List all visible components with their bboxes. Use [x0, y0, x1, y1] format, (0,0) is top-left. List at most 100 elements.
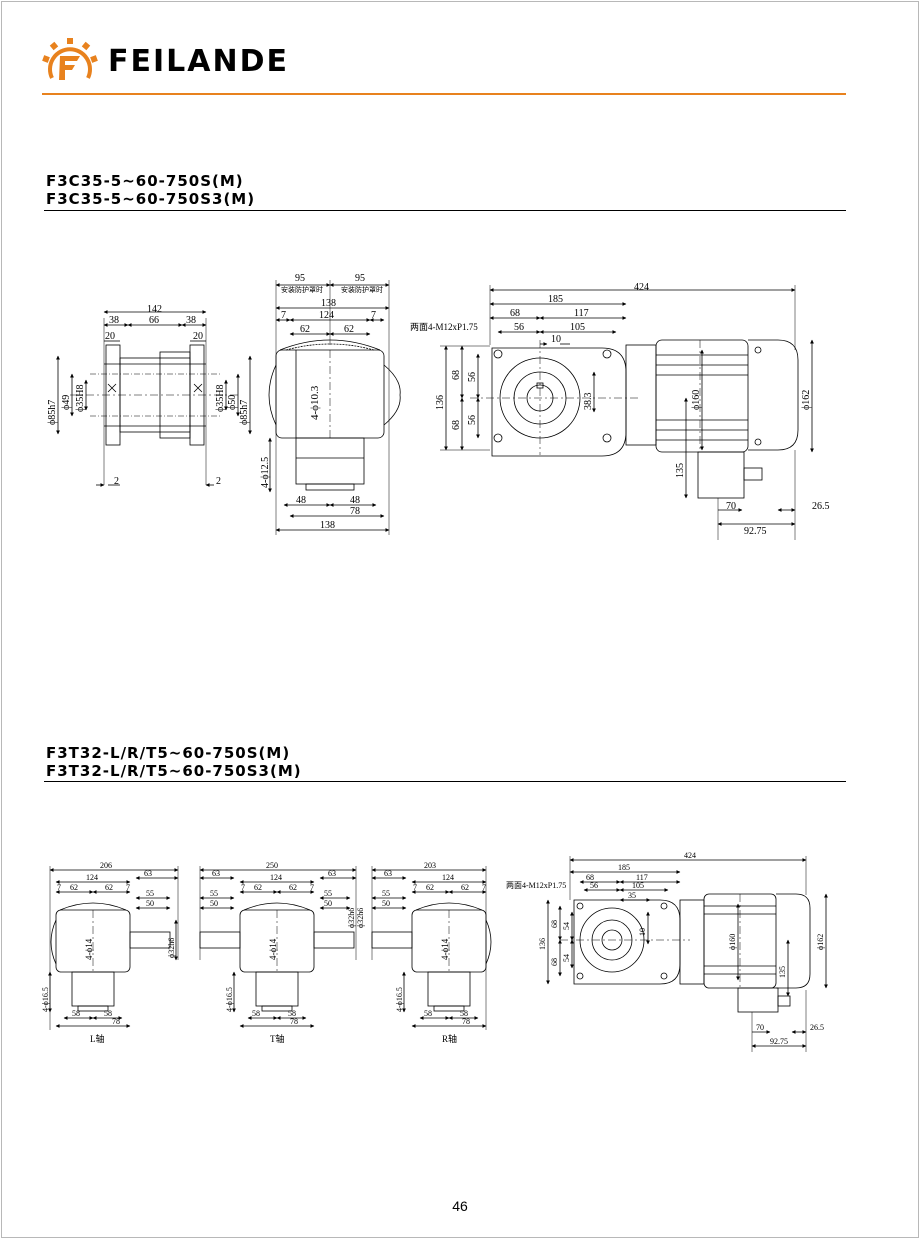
- dim-t-124: 124: [270, 873, 282, 882]
- dim-r-124: 124: [442, 873, 454, 882]
- section1-rule: [44, 210, 846, 211]
- dim-r-62a: 62: [426, 883, 434, 892]
- dim-92-75: 92.75: [744, 526, 767, 537]
- dim-95-left: 95: [295, 273, 305, 284]
- section1-title-2: F3C35-5~60-750S3(M): [46, 190, 256, 208]
- dim-26-5: 26.5: [812, 501, 830, 512]
- dim-138-top: 138: [321, 298, 336, 309]
- dim-s2-424: 424: [684, 851, 696, 860]
- feilande-logo-icon: [42, 38, 98, 80]
- dim-38-left: 38: [109, 315, 119, 326]
- dim-t-7b: 7: [310, 883, 314, 892]
- dim-r-62b: 62: [461, 883, 469, 892]
- dim-s2-117: 117: [636, 873, 648, 882]
- dim-s2-54b: 54: [562, 954, 571, 962]
- dim-t-58a: 58: [252, 1009, 260, 1018]
- dim-t-62b: 62: [289, 883, 297, 892]
- dim-t-phi32a: ϕ32h6: [347, 908, 356, 928]
- dim-phi162: ϕ162: [801, 390, 812, 410]
- dim-s2-54a: 54: [562, 922, 571, 930]
- dim-holes-10-3: 4-ϕ10.3: [309, 385, 321, 420]
- dim-l-78: 78: [112, 1017, 120, 1026]
- dim-62-left: 62: [300, 324, 310, 335]
- dim-48-right: 48: [350, 495, 360, 506]
- dim-r-58b: 58: [460, 1009, 468, 1018]
- page-number: 46: [452, 1198, 468, 1214]
- dim-l-50: 50: [146, 899, 154, 908]
- dim-105: 105: [570, 322, 585, 333]
- dim-62-right: 62: [344, 324, 354, 335]
- dim-s2-68h: 68: [586, 873, 594, 882]
- section1-view-gearbox-front: [268, 280, 401, 535]
- dim-l-124: 124: [86, 873, 98, 882]
- dim-2-right: 2: [216, 476, 221, 487]
- dim-t-58b: 58: [288, 1009, 296, 1018]
- section2-rule: [44, 781, 846, 782]
- dim-phi35-right: ϕ35H8: [215, 385, 226, 413]
- dim-38-3: 38.3: [583, 393, 594, 411]
- dim-t-holes14: 4-ϕ14: [268, 938, 278, 960]
- section1-title-1: F3C35-5~60-750S(M): [46, 172, 244, 190]
- dim-s2-92-75: 92.75: [770, 1037, 788, 1046]
- dim-68-h: 68: [510, 308, 520, 319]
- dim-t-78: 78: [290, 1017, 298, 1026]
- section2-title-1: F3T32-L/R/T5~60-750S(M): [46, 744, 291, 762]
- dim-66: 66: [149, 315, 159, 326]
- dim-s2-105: 105: [632, 881, 644, 890]
- dim-424: 424: [634, 282, 649, 293]
- dim-l-holes14: 4-ϕ14: [84, 938, 94, 960]
- dim-68-v1: 68: [451, 370, 462, 380]
- section2-view-t-shaft: [199, 866, 357, 1028]
- dim-l-62a: 62: [70, 883, 78, 892]
- dim-l-7a: 7: [57, 883, 61, 892]
- dim-136: 136: [435, 395, 446, 410]
- dim-142: 142: [147, 304, 162, 315]
- dim-s2-136: 136: [538, 938, 547, 950]
- dim-r-7b: 7: [482, 883, 486, 892]
- dim-185: 185: [548, 294, 563, 305]
- dim-l-55: 55: [146, 889, 154, 898]
- dim-t-63b: 63: [328, 869, 336, 878]
- dim-78: 78: [350, 506, 360, 517]
- dim-56-v1: 56: [467, 372, 478, 382]
- dim-phi50: ϕ50: [227, 395, 238, 410]
- dim-20-left: 20: [105, 331, 115, 342]
- dim-56-v2: 56: [467, 415, 478, 425]
- dim-l-holes16: 4-ϕ16.5: [41, 987, 50, 1012]
- dim-138-bottom: 138: [320, 520, 335, 531]
- dim-l-7b: 7: [126, 883, 130, 892]
- dim-s2-26-5: 26.5: [810, 1023, 824, 1032]
- dim-56-h: 56: [514, 322, 524, 333]
- dim-r-holes14: 4-ϕ14: [440, 938, 450, 960]
- dim-124: 124: [319, 310, 334, 321]
- dim-s2-56h: 56: [590, 881, 598, 890]
- dim-r-holes16: 4-ϕ16.5: [395, 987, 404, 1012]
- brand-name: FEILANDE: [108, 44, 289, 79]
- dim-s2-10: 10: [638, 928, 647, 936]
- dim-t-50b: 50: [324, 899, 332, 908]
- dim-s2-135: 135: [778, 966, 787, 978]
- section2-view-r-shaft: [371, 866, 492, 1030]
- dim-phi85-right: ϕ85h7: [239, 400, 250, 425]
- dim-s2-185: 185: [618, 863, 630, 872]
- dim-s2-68v1: 68: [550, 920, 559, 928]
- dim-l-62b: 62: [105, 883, 113, 892]
- dim-68-v2: 68: [451, 420, 462, 430]
- section2-view-l-shaft: [48, 866, 179, 1030]
- dim-phi35-left: ϕ35H8: [75, 385, 86, 413]
- dim-95-right: 95: [355, 273, 365, 284]
- dim-r-7a: 7: [413, 883, 417, 892]
- dim-t-width: 250: [266, 861, 278, 870]
- dim-38-right: 38: [186, 315, 196, 326]
- dim-s2-68v2: 68: [550, 958, 559, 966]
- variant-label-r: R轴: [442, 1033, 457, 1044]
- dim-t-62a: 62: [254, 883, 262, 892]
- dim-phi85-left: ϕ85h7: [47, 400, 58, 425]
- dim-117: 117: [574, 308, 589, 319]
- dim-s2-70: 70: [756, 1023, 764, 1032]
- variant-label-l: L轴: [90, 1033, 105, 1044]
- dim-r-63: 63: [384, 869, 392, 878]
- dim-s2-35: 35: [628, 891, 636, 900]
